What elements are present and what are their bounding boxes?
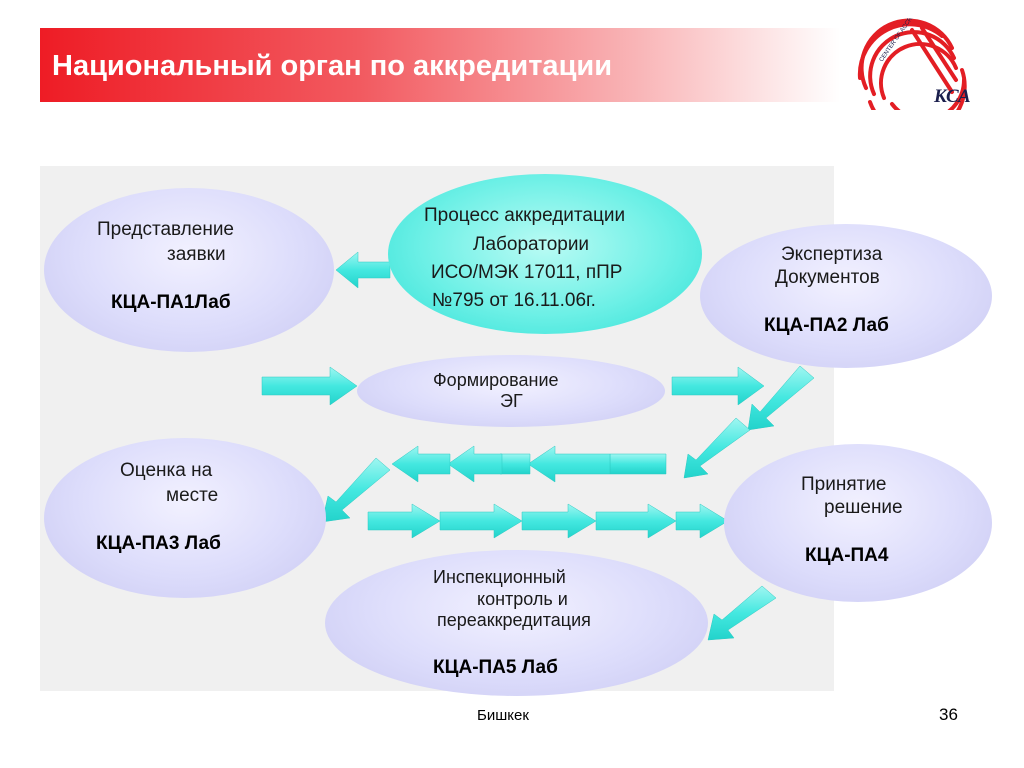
arrow-expertise-down — [747, 365, 815, 431]
inspection-line-3: переаккредитация — [437, 610, 591, 630]
onsite-line-2: месте — [166, 485, 219, 506]
arrow-chain-right-2 — [439, 503, 523, 539]
arrow-chain-right-4 — [595, 503, 677, 539]
team-ellipse — [357, 355, 665, 427]
onsite-code: КЦА-ПА3 Лаб — [96, 533, 221, 554]
expertise-code: КЦА-ПА2 Лаб — [764, 315, 889, 336]
page-number: 36 — [939, 705, 958, 724]
arrow-chain-right-3 — [521, 503, 597, 539]
decision-code: КЦА-ПА4 — [805, 545, 889, 566]
arrow-to-submission — [335, 251, 391, 289]
arrow-to-team — [261, 366, 358, 406]
arrow-chain-right-5 — [675, 503, 729, 539]
arrow-to-onsite — [321, 457, 391, 523]
submission-line-2: заявки — [167, 244, 226, 265]
expertise-line-2: Документов — [775, 267, 880, 288]
decision-line-1: Принятие — [801, 474, 887, 495]
decision-ellipse — [724, 444, 992, 602]
logo-text: КСА — [934, 86, 971, 107]
process-line-2: Лаборатории — [473, 234, 590, 255]
arrow-to-inspection — [707, 585, 777, 641]
expertise-ellipse — [700, 224, 992, 368]
arrow-to-chain — [683, 417, 751, 479]
arrow-chain-left-5 — [391, 445, 451, 483]
arrow-chain-left-1 — [609, 453, 667, 475]
process-ellipse — [388, 174, 702, 334]
arrow-to-expertise — [671, 366, 765, 406]
submission-code: КЦА-ПА1Лаб — [111, 292, 231, 313]
process-line-1: Процесс аккредитации — [424, 205, 626, 226]
arrow-chain-left-3 — [499, 453, 531, 475]
process-line-4: №795 от 16.11.06г. — [432, 290, 596, 311]
decision-line-2: решение — [824, 497, 903, 518]
onsite-ellipse — [44, 438, 326, 598]
arrow-chain-left-4 — [447, 445, 503, 483]
onsite-line-1: Оценка на — [120, 460, 213, 481]
process-line-3: ИСО/МЭК 17011, пПР — [431, 262, 623, 283]
team-line-1: Формирование — [433, 370, 559, 390]
arrow-chain-right-1 — [367, 503, 441, 539]
logo-icon: CENTER OF ACCREDITATION — [857, 18, 967, 110]
arrow-chain-left-2 — [527, 445, 611, 483]
page-title: Национальный орган по аккредитации — [52, 50, 613, 82]
inspection-ellipse — [325, 550, 708, 696]
footer-city: Бишкек — [477, 707, 529, 724]
inspection-code: КЦА-ПА5 Лаб — [433, 657, 558, 678]
inspection-line-2: контроль и — [477, 589, 568, 609]
inspection-line-1: Инспекционный — [433, 567, 566, 587]
submission-line-1: Представление — [97, 219, 234, 240]
title-bar — [40, 28, 840, 102]
expertise-line-1: Экспертиза — [781, 244, 883, 265]
team-line-2: ЭГ — [500, 391, 523, 411]
submission-ellipse — [44, 188, 334, 352]
